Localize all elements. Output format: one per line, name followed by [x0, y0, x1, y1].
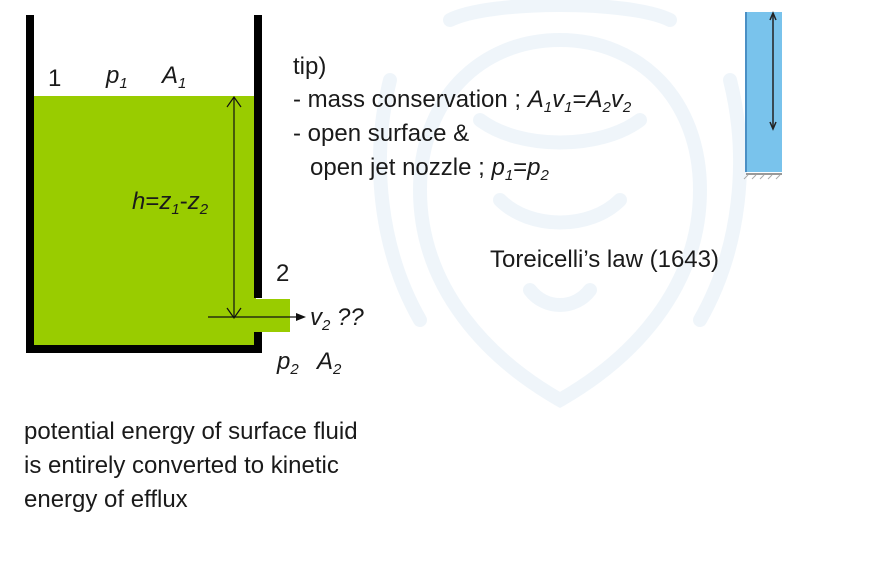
explanation-line-1: potential energy of surface fluid	[24, 418, 358, 445]
point-2-label: 2	[276, 260, 290, 287]
height-label: h=z1-z2	[132, 188, 209, 218]
tank-bottom	[26, 345, 262, 353]
explanation-line-3: energy of efflux	[24, 486, 188, 513]
tank-diagram	[26, 15, 306, 353]
pressure-1-label: p1	[106, 62, 128, 92]
point-1-label: 1	[48, 65, 62, 92]
tips-line-mass-conservation: - mass conservation ; A1v1=A2v2	[293, 86, 632, 116]
water-column-icon	[743, 11, 782, 180]
water-column-fill	[746, 12, 782, 172]
torricelli-law-title: Toreicelli’s law (1643)	[490, 246, 719, 273]
lion-watermark-icon	[373, 0, 747, 409]
fluid-body	[32, 96, 256, 348]
height-arrow	[226, 95, 242, 320]
area-1-label: A1	[162, 62, 187, 92]
tips-title: tip)	[293, 53, 327, 80]
explanation-line-2: is entirely converted to kinetic	[24, 452, 339, 479]
tank-right-wall-lower	[254, 332, 262, 353]
tank-left-wall	[26, 15, 34, 353]
tips-line-open-surface: - open surface &	[293, 120, 470, 147]
pressure-2-label: p2	[277, 348, 299, 378]
area-2-label: A2	[317, 348, 342, 378]
velocity-2-label: v2 ??	[310, 304, 364, 334]
nozzle-jet	[256, 299, 290, 332]
tank-right-wall-upper	[254, 15, 262, 298]
tips-line-open-jet: open jet nozzle ; p1=p2	[310, 154, 549, 184]
